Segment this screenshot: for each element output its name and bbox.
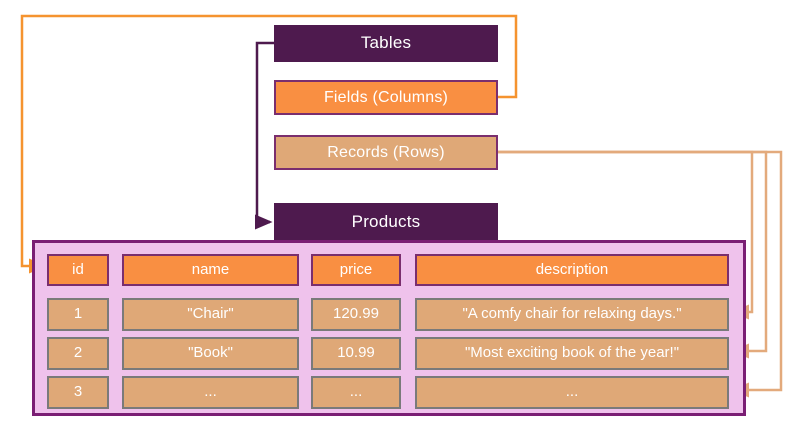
cell-description-row3: ...: [565, 383, 579, 401]
column-header-id[interactable]: id: [47, 254, 109, 286]
cell-name-row1: "Chair": [187, 305, 234, 323]
cell-price-row3: ...: [349, 383, 363, 401]
column-header-name[interactable]: name: [122, 254, 299, 286]
products-table-container: id name price description 1 "Chair" 120.…: [32, 240, 746, 416]
legend-node-records-label: Records (Rows): [327, 143, 445, 161]
table-row[interactable]: "Chair": [122, 298, 299, 331]
legend-node-fields-label: Fields (Columns): [323, 88, 449, 106]
table-row[interactable]: "A comfy chair for relaxing days.": [415, 298, 729, 331]
legend-node-fields[interactable]: Fields (Columns): [274, 80, 498, 115]
column-header-name-label: name: [191, 260, 230, 278]
legend-node-tables[interactable]: Tables: [274, 25, 498, 62]
cell-description-row1: "A comfy chair for relaxing days.": [462, 305, 682, 323]
cell-id-row2: 2: [73, 344, 83, 362]
connector-tables-to-products: [255, 41, 274, 230]
column-header-price-label: price: [339, 260, 373, 278]
table-row[interactable]: 1: [47, 298, 109, 331]
table-row[interactable]: "Book": [122, 337, 299, 370]
table-row[interactable]: 120.99: [311, 298, 401, 331]
cell-id-row3: 3: [73, 383, 83, 401]
cell-description-row2: "Most exciting book of the year!": [464, 344, 680, 362]
cell-name-row2: "Book": [188, 344, 233, 362]
cell-name-row3: ...: [204, 383, 217, 401]
column-header-price[interactable]: price: [311, 254, 401, 286]
table-title-products-label: Products: [351, 211, 421, 231]
legend-node-records[interactable]: Records (Rows): [274, 135, 498, 170]
table-row[interactable]: ...: [311, 376, 401, 409]
cell-price-row1: 120.99: [333, 305, 379, 323]
cell-price-row2: 10.99: [337, 344, 375, 362]
table-row[interactable]: 3: [47, 376, 109, 409]
table-title-products[interactable]: Products: [274, 203, 498, 241]
table-row[interactable]: 10.99: [311, 337, 401, 370]
table-row[interactable]: ...: [122, 376, 299, 409]
table-row[interactable]: 2: [47, 337, 109, 370]
legend-node-tables-label: Tables: [360, 33, 412, 53]
table-row[interactable]: ...: [415, 376, 729, 409]
column-header-description-label: description: [535, 260, 609, 278]
cell-id-row1: 1: [73, 305, 83, 323]
column-header-description[interactable]: description: [415, 254, 729, 286]
column-header-id-label: id: [72, 260, 84, 278]
table-row[interactable]: "Most exciting book of the year!": [415, 337, 729, 370]
